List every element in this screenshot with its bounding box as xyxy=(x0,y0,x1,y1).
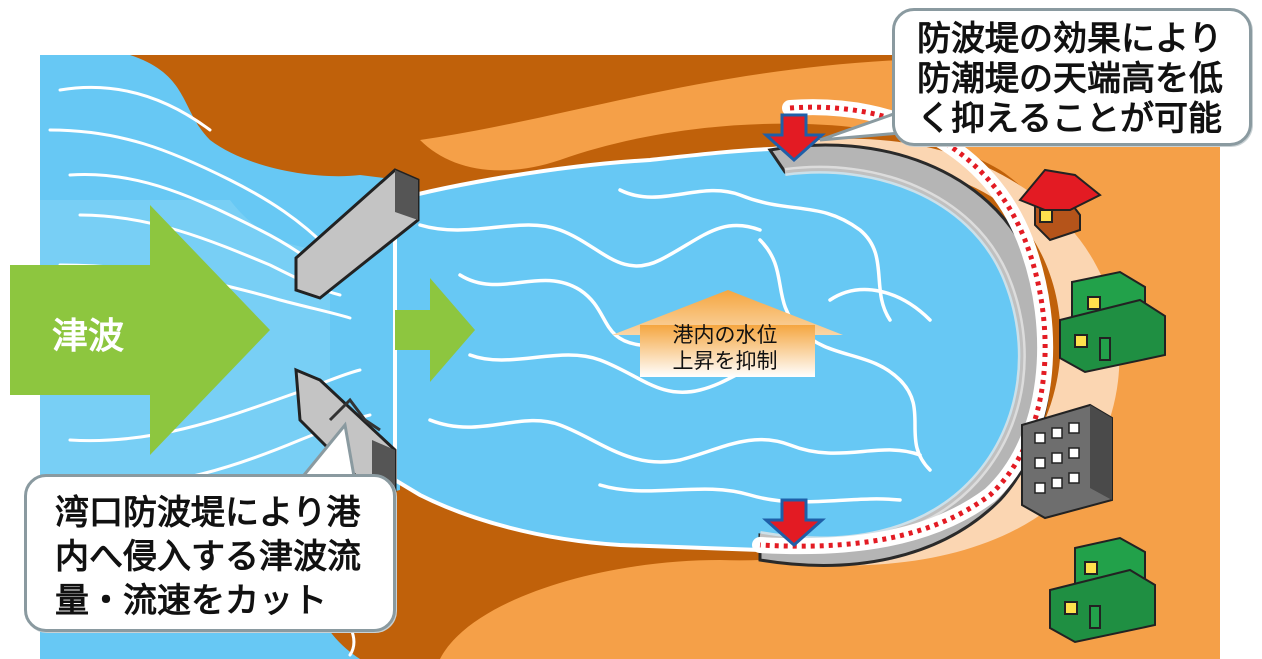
callout-top-line-3: く抑えることが可能 xyxy=(917,99,1222,139)
callout-bottom-line-2: 内へ侵入する津波流 xyxy=(55,537,361,577)
gray-building-icon xyxy=(1021,403,1113,520)
water-level-line-1: 港内の水位 xyxy=(672,323,778,347)
green-building-icon-2 xyxy=(1049,536,1156,644)
house-icon xyxy=(1018,168,1102,242)
callout-top-line-1: 防波堤の効果により xyxy=(917,19,1223,59)
callout-bottom-line-3: 量・流速をカット xyxy=(55,581,327,621)
tsunami-label: 津波 xyxy=(52,316,125,357)
harbor-flow-arrow xyxy=(395,278,475,382)
callout-top-line-2: 防潮堤の天端高を低 xyxy=(917,59,1223,99)
crest-height-dotted-line-red xyxy=(759,104,1048,549)
water-level-suppression-label: 港内の水位 上昇を抑制 xyxy=(640,322,810,374)
callout-bottom-line-1: 湾口防波堤により港 xyxy=(55,493,361,533)
water-level-line-2: 上昇を抑制 xyxy=(672,349,778,373)
current-lines-harbor xyxy=(418,188,932,504)
green-building-icon-1 xyxy=(1059,270,1166,374)
callout-seawall-effect: 防波堤の効果により 防潮堤の天端高を低 く抑えることが可能 xyxy=(892,8,1252,146)
down-arrow-top xyxy=(762,113,826,163)
breakwater-north xyxy=(294,168,420,300)
callout-breakwater-effect: 湾口防波堤により港 内へ侵入する津波流 量・流速をカット xyxy=(24,474,396,632)
water-level-up-arrow-body xyxy=(640,325,815,377)
down-arrow-bottom xyxy=(762,498,826,548)
tsunami-arrow xyxy=(10,205,270,455)
